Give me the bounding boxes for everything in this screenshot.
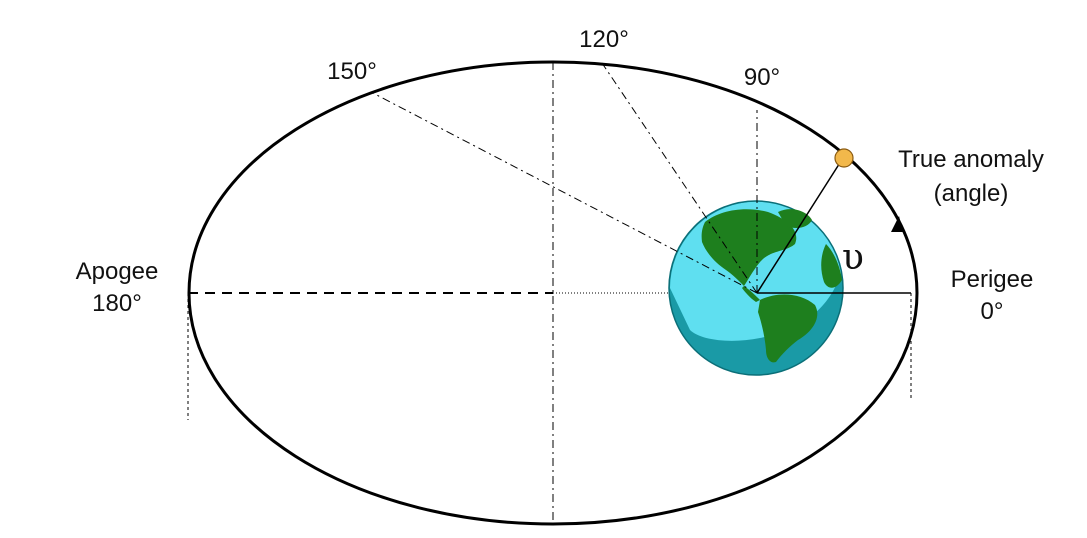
perigee-label: Perigee 0° bbox=[937, 266, 1047, 326]
ray-120-deg bbox=[601, 62, 758, 294]
perigee-text: Perigee bbox=[950, 266, 1034, 293]
orbit-direction-arrow bbox=[891, 216, 903, 232]
perigee-degree: 0° bbox=[980, 298, 1004, 325]
nu-symbol: υ bbox=[842, 237, 864, 278]
label-120-deg: 120° bbox=[579, 26, 629, 53]
apogee-text: Apogee bbox=[75, 258, 159, 285]
label-150-deg: 150° bbox=[327, 58, 377, 85]
earth-icon bbox=[668, 200, 844, 376]
apogee-label: Apogee 180° bbox=[62, 258, 172, 318]
focus-to-satellite-line bbox=[756, 157, 844, 294]
true-anomaly-line-1: True anomaly bbox=[898, 146, 1044, 173]
apogee-degree: 180° bbox=[92, 290, 142, 317]
true-anomaly-line-2: (angle) bbox=[933, 180, 1009, 207]
orbit-ellipse bbox=[187, 60, 919, 526]
true-anomaly-label: True anomaly (angle) bbox=[866, 146, 1076, 208]
satellite-icon bbox=[834, 148, 854, 168]
ray-150-deg bbox=[370, 91, 758, 294]
label-90-deg: 90° bbox=[743, 64, 781, 91]
